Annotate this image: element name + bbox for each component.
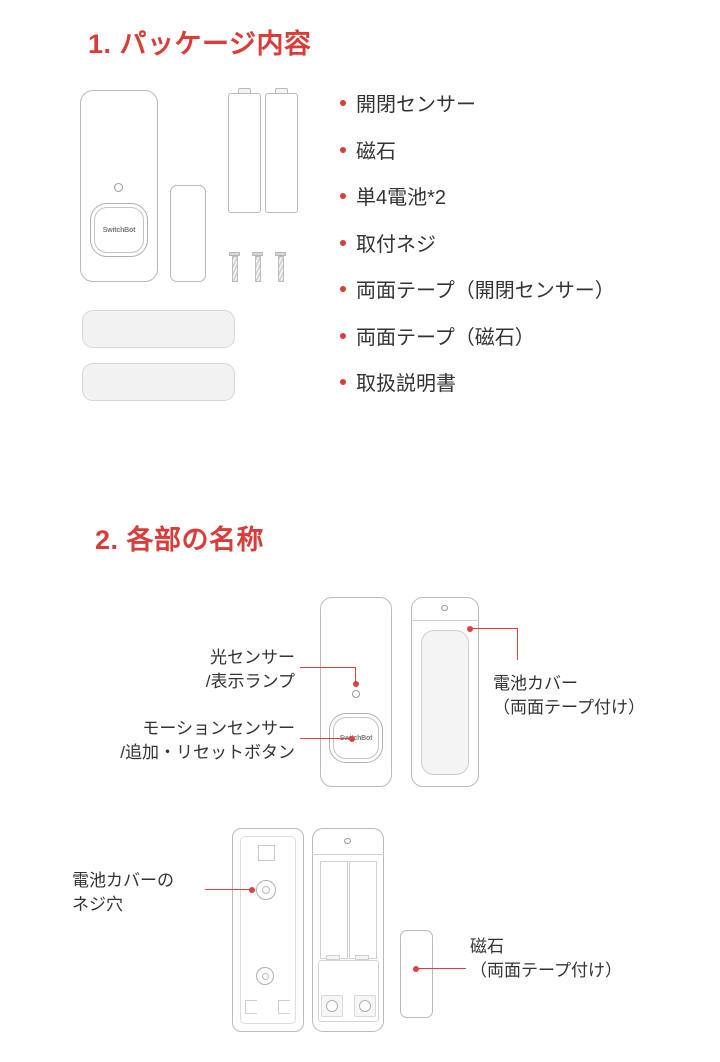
leader-line-battery-cover-vertical <box>517 628 519 660</box>
led-indicator-icon <box>352 690 360 698</box>
callout-dot-cover-screw-hole <box>249 887 255 893</box>
callout-motion-sensor-line1: モーションセンサー <box>142 719 295 738</box>
bullet-icon <box>340 239 346 246</box>
switchbot-logo-text: SwitchBot <box>102 226 136 234</box>
bullet-icon <box>340 286 346 292</box>
screw-illustration <box>229 252 240 256</box>
cover-screw-hole-icon <box>256 880 276 900</box>
cover-clip-icon <box>245 1000 257 1014</box>
battery-illustration <box>265 93 298 213</box>
switchbot-logo-text: SwitchBot <box>339 734 373 742</box>
leader-line-battery-cover <box>470 628 518 630</box>
leader-line-light-sensor <box>300 667 356 669</box>
list-item-label: 単4電池*2 <box>356 187 447 209</box>
battery-contact-icon <box>326 955 340 960</box>
battery-cover-panel <box>421 630 469 775</box>
callout-magnet: 磁石 （両面テープ付け） <box>470 935 622 983</box>
switchbot-button-icon: SwitchBot <box>90 203 148 257</box>
led-indicator-icon <box>114 183 123 192</box>
leader-line-motion-sensor <box>300 738 352 740</box>
magnet-piece-illustration <box>400 930 433 1018</box>
list-item-label: 取付ネジ <box>356 233 436 256</box>
cover-clip-icon <box>278 1000 290 1014</box>
callout-battery-cover: 電池カバー （両面テープ付け） <box>493 672 645 720</box>
device-top-hole-icon <box>344 838 351 844</box>
mount-screw-hole-icon <box>326 1000 338 1012</box>
compartment-top-divider <box>312 854 384 856</box>
battery-cover-inner-view <box>232 828 304 1032</box>
screw-shaft <box>277 256 284 282</box>
bullet-icon <box>340 332 346 339</box>
callout-cover-screw-hole-line1: 電池カバーの <box>72 871 174 890</box>
screw-illustration <box>252 252 263 256</box>
cover-top-tab-icon <box>258 845 275 861</box>
battery-illustration <box>228 93 261 213</box>
list-item: 磁石 <box>340 135 680 164</box>
cover-screw-hole-icon <box>256 967 274 985</box>
leader-line-cover-screw-hole <box>205 889 253 891</box>
list-item-label: 取扱説明書 <box>356 373 456 395</box>
package-contents-list: 開閉センサー 磁石 単4電池*2 取付ネジ 両面テープ（開閉センサー） 両面テー… <box>340 88 680 414</box>
leader-line-magnet <box>416 968 466 970</box>
callout-motion-sensor: モーションセンサー /追加・リセットボタン <box>20 717 295 765</box>
list-item: 両面テープ（磁石） <box>340 321 680 350</box>
callout-dot-light-sensor <box>353 681 359 687</box>
callout-battery-cover-line1: 電池カバー <box>493 674 578 693</box>
callout-motion-sensor-line2: /追加・リセットボタン <box>120 743 295 763</box>
battery-slot <box>320 861 348 959</box>
callout-cover-screw-hole: 電池カバーの ネジ穴 <box>72 869 174 917</box>
callout-light-sensor-line1: 光センサー <box>210 648 295 667</box>
callout-light-sensor-line2: /表示ランプ <box>205 672 295 692</box>
list-item-label: 開閉センサー <box>356 94 476 116</box>
bullet-icon <box>340 146 346 153</box>
list-item: 開閉センサー <box>340 88 680 117</box>
battery-terminal-icon <box>238 88 251 94</box>
screw-shaft <box>254 256 261 282</box>
bullet-icon <box>340 100 346 106</box>
battery-slot <box>349 861 377 959</box>
callout-dot-motion-sensor <box>349 736 355 742</box>
mount-screw-hole-icon <box>359 1000 371 1012</box>
callout-magnet-line1: 磁石 <box>470 937 504 956</box>
back-small-hole-icon <box>441 605 448 611</box>
back-top-divider <box>411 620 479 622</box>
bullet-icon <box>340 379 346 385</box>
screw-shaft <box>231 256 238 282</box>
list-item: 取付ネジ <box>340 228 680 257</box>
list-item-label: 両面テープ（開閉センサー） <box>356 280 615 302</box>
adhesive-tape-illustration <box>82 363 235 401</box>
list-item: 取扱説明書 <box>340 367 680 396</box>
list-item-label: 両面テープ（磁石） <box>356 326 535 349</box>
battery-contact-icon <box>355 955 369 960</box>
list-item: 両面テープ（開閉センサー） <box>340 274 680 303</box>
adhesive-tape-illustration <box>82 310 235 348</box>
screw-illustration <box>275 252 286 256</box>
callout-cover-screw-hole-line2: ネジ穴 <box>72 895 123 915</box>
section-1-title: 1. パッケージ内容 <box>88 29 312 59</box>
callout-battery-cover-line2: （両面テープ付け） <box>493 698 645 718</box>
bullet-icon <box>340 193 346 199</box>
callout-light-sensor: 光センサー /表示ランプ <box>20 646 295 694</box>
leader-line-light-sensor-vertical <box>355 667 357 685</box>
magnet-illustration <box>170 185 206 282</box>
callout-magnet-line2: （両面テープ付け） <box>470 961 622 981</box>
cover-inner-rim <box>240 836 296 1024</box>
list-item-label: 磁石 <box>356 140 396 163</box>
battery-terminal-icon <box>275 88 288 94</box>
list-item: 単4電池*2 <box>340 181 680 210</box>
section-2-title: 2. 各部の名称 <box>95 525 265 555</box>
